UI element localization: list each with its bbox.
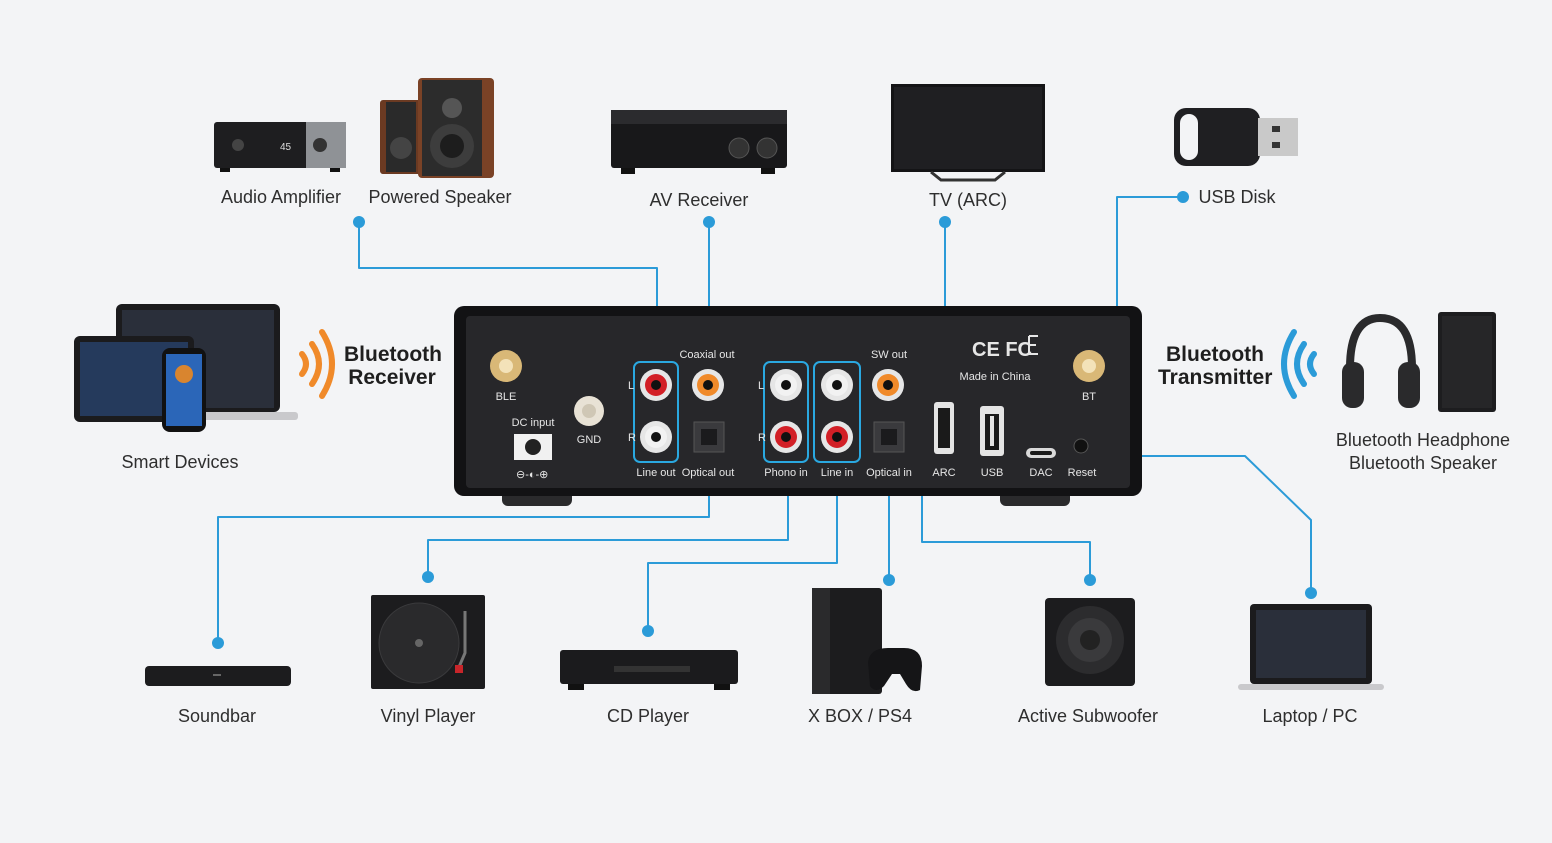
- bluetooth-speaker-label: Bluetooth Speaker: [1348, 453, 1498, 473]
- bluetooth-transmit-wave-icon: [1281, 329, 1317, 399]
- headphone-speaker-image: [1342, 312, 1496, 412]
- laptop-image: [1238, 604, 1384, 690]
- xbox-ps4-image: [812, 588, 922, 694]
- optical-out-label: Optical out: [682, 467, 735, 479]
- cert-marks: CE FC: [972, 339, 1032, 361]
- wire-vinyl: [427, 460, 789, 577]
- bluetooth-receiver-label: Bluetooth Receiver: [344, 343, 442, 389]
- ch-l-1: L: [628, 380, 634, 392]
- wire-laptop: [1042, 455, 1312, 593]
- ch-l-2: L: [758, 380, 764, 392]
- tv-image: [891, 84, 1045, 182]
- vinyl-player-image: [371, 595, 485, 689]
- soundbar-label: Soundbar: [177, 706, 257, 726]
- usb-disk-image: [1174, 108, 1298, 166]
- powered-speaker-label: Powered Speaker: [368, 187, 512, 207]
- usb-disk-label: USB Disk: [1198, 187, 1276, 207]
- cd-player-label: CD Player: [606, 706, 690, 726]
- phono-in-label: Phono in: [764, 467, 807, 479]
- line-in-label: Line in: [821, 467, 853, 479]
- active-subwoofer-image: [1045, 598, 1135, 686]
- ch-r-2: R: [758, 432, 766, 444]
- dc-polarity-symbol: ⊖-◐-⊕: [516, 469, 548, 481]
- sw-out-label: SW out: [871, 349, 907, 361]
- usb-label: USB: [981, 467, 1004, 479]
- bluetooth-receive-wave-icon: [299, 329, 335, 399]
- amp-display: 45: [280, 142, 292, 153]
- ch-r-1: R: [628, 432, 636, 444]
- smart-devices-label: Smart Devices: [121, 452, 239, 472]
- smart-devices-image: [74, 304, 298, 432]
- vinyl-player-label: Vinyl Player: [380, 706, 476, 726]
- made-in-label: Made in China: [960, 371, 1032, 383]
- av-receiver-label: AV Receiver: [649, 190, 749, 210]
- cd-player-image: [560, 650, 738, 690]
- bluetooth-headphone-label: Bluetooth Headphone: [1335, 430, 1511, 450]
- bt-label: BT: [1082, 391, 1096, 403]
- line-out-label: Line out: [636, 467, 675, 479]
- av-receiver-image: [611, 110, 787, 174]
- laptop-pc-label: Laptop / PC: [1262, 706, 1358, 726]
- coaxial-out-label: Coaxial out: [679, 349, 734, 361]
- gnd-label: GND: [577, 434, 602, 446]
- soundbar-image: [145, 666, 291, 686]
- bluetooth-transmitter-label: Bluetooth Transmitter: [1158, 343, 1273, 389]
- tv-arc-label: TV (ARC): [929, 190, 1007, 210]
- dac-back-panel: BLE BT DC input GND Coaxial out SW out L…: [454, 306, 1142, 506]
- wire-cd: [647, 460, 838, 631]
- powered-speaker-image: [380, 78, 494, 178]
- reset-label: Reset: [1068, 467, 1097, 479]
- audio-amplifier-image: 45: [214, 122, 346, 172]
- dac-label: DAC: [1029, 467, 1052, 479]
- xbox-ps4-label: X BOX / PS4: [807, 706, 913, 726]
- ble-label: BLE: [496, 391, 517, 403]
- optical-in-label: Optical in: [866, 467, 912, 479]
- active-subwoofer-label: Active Subwoofer: [1017, 706, 1159, 726]
- arc-label: ARC: [932, 467, 955, 479]
- dc-input-label: DC input: [512, 417, 555, 429]
- audio-amplifier-label: Audio Amplifier: [220, 187, 342, 207]
